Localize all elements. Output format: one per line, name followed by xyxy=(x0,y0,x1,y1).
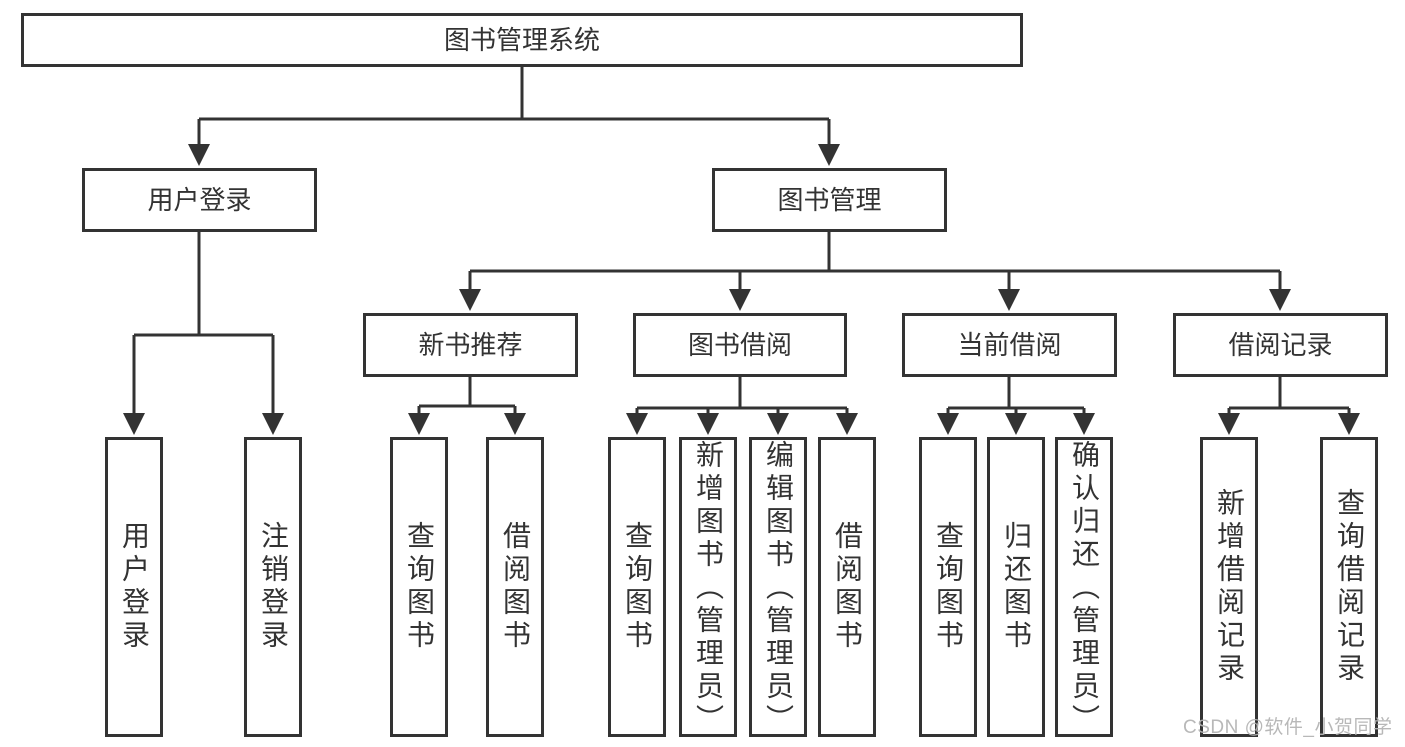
node-borrowing-records: 借阅记录 xyxy=(1173,313,1388,377)
leaf-logout: 注销登录 xyxy=(244,437,302,737)
leaf-return-books: 归还图书 xyxy=(987,437,1045,737)
node-user-login: 用户登录 xyxy=(82,168,317,232)
leaf-confirm-return-admin: 确认归还（管理员） xyxy=(1055,437,1113,737)
connector-stroke-path xyxy=(132,67,1351,416)
leaf-edit-books-admin: 编辑图书（管理员） xyxy=(749,437,807,737)
leaf-query-books: 查询图书 xyxy=(608,437,666,737)
leaf-add-borrowing-record: 新增借阅记录 xyxy=(1200,437,1258,737)
leaf-query-books: 查询图书 xyxy=(919,437,977,737)
node-current-borrowing: 当前借阅 xyxy=(902,313,1117,377)
node-book-management: 图书管理 xyxy=(712,168,947,232)
leaf-query-books: 查询图书 xyxy=(390,437,448,737)
leaf-user-login: 用户登录 xyxy=(105,437,163,737)
leaf-add-books-admin: 新增图书（管理员） xyxy=(679,437,737,737)
arrowheads xyxy=(123,144,1360,435)
watermark: CSDN @软件_小贺同学 xyxy=(1183,717,1393,738)
node-library-management-system: 图书管理系统 xyxy=(21,13,1023,67)
node-new-book-recommendation: 新书推荐 xyxy=(363,313,578,377)
leaf-query-borrowing-record: 查询借阅记录 xyxy=(1320,437,1378,737)
leaf-borrow-books: 借阅图书 xyxy=(486,437,544,737)
leaf-borrow-books: 借阅图书 xyxy=(818,437,876,737)
node-book-borrowing: 图书借阅 xyxy=(633,313,847,377)
